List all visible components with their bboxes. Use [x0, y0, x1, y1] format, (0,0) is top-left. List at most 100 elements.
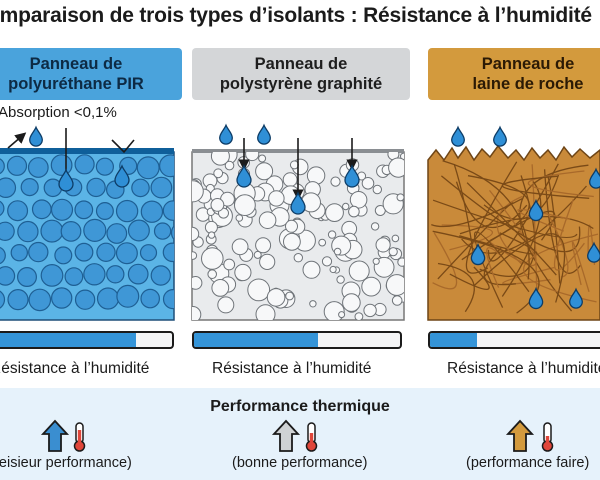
- pir-cell: [140, 200, 164, 223]
- pir-cell: [162, 242, 174, 263]
- thermal-panel: [0, 388, 600, 480]
- pir-cell: [7, 289, 29, 311]
- header-rockwool: Panneau de laine de roche: [428, 48, 600, 100]
- water-drop-icon: [528, 198, 544, 222]
- resistance-label-pir: Résistance à l’humidité: [0, 360, 150, 377]
- water-drop-icon: [569, 287, 583, 309]
- thermometer-icon: [73, 422, 86, 452]
- pir-cell: [131, 178, 150, 198]
- wool-fiber: [432, 199, 578, 239]
- pir-cell: [74, 154, 95, 175]
- polystyrene-bead: [333, 247, 342, 256]
- polystyrene-bead: [211, 279, 230, 297]
- polystyrene-bead: [336, 275, 345, 284]
- pir-cell: [153, 222, 172, 240]
- polystyrene-bead: [391, 295, 403, 306]
- wool-fiber: [442, 160, 530, 280]
- water-drop-icon: [493, 125, 507, 147]
- arrow-up-icon: [271, 419, 301, 452]
- page-title: Comparaison de trois types d’isolants : …: [0, 4, 592, 27]
- wool-fiber: [455, 181, 528, 229]
- polystyrene-bead: [363, 303, 377, 318]
- polystyrene-bead: [255, 237, 272, 254]
- polystyrene-bead: [192, 251, 198, 260]
- wool-fiber: [473, 233, 566, 303]
- polystyrene-bead: [282, 172, 298, 188]
- pir-cell: [127, 263, 149, 285]
- water-drop-icon: [589, 167, 600, 189]
- water-drop-icon: [470, 242, 486, 266]
- polystyrene-bead: [210, 152, 230, 166]
- polystyrene-bead: [325, 203, 344, 223]
- pir-cell: [27, 157, 49, 178]
- pir-cell: [50, 287, 73, 309]
- deflect-arrow: [111, 139, 135, 154]
- wool-fiber: [466, 182, 557, 276]
- wool-fiber: [571, 241, 590, 292]
- polystyrene-bead: [321, 256, 333, 267]
- insulation-diagram: [0, 123, 600, 321]
- polystyrene-bead: [361, 276, 382, 297]
- water-drop-icon: [290, 191, 306, 215]
- wool-fiber: [527, 170, 594, 198]
- pir-board: [0, 128, 192, 321]
- pir-cell: [95, 157, 115, 176]
- polystyrene-bead: [213, 168, 224, 179]
- polystyrene-bead: [258, 211, 277, 229]
- polystyrene-bead: [234, 263, 252, 282]
- wool-fiber: [432, 232, 458, 290]
- absorption-note: Absorption <0,1%: [0, 104, 117, 121]
- wool-fiber: [487, 163, 559, 262]
- pir-cell: [0, 290, 6, 309]
- header-polystyrene: Panneau de polystyrène graphité: [192, 48, 410, 100]
- polystyrene-bead: [396, 193, 404, 202]
- pir-cell: [86, 177, 106, 198]
- polystyrene-bead: [192, 226, 200, 242]
- polystyrene-bead: [201, 247, 224, 270]
- polystyrene-bead: [234, 194, 256, 217]
- pir-cell: [40, 219, 64, 243]
- pir-cell: [162, 289, 174, 310]
- resistance-bar-polystyrene: [192, 331, 402, 349]
- wool-fiber: [501, 181, 542, 297]
- water-drops: [29, 123, 600, 310]
- wool-fiber: [523, 233, 599, 303]
- pir-cell: [60, 220, 82, 242]
- pir-cell: [0, 158, 5, 175]
- pir-cell: [28, 241, 49, 263]
- performance-label-polystyrene: (bonne performance): [232, 455, 368, 471]
- polystyrene-bead: [259, 253, 276, 270]
- polystyrene-bead: [329, 265, 337, 274]
- pir-cell: [96, 242, 116, 262]
- pir-cell: [170, 225, 174, 241]
- resistance-label-polystyrene: Résistance à l’humidité: [212, 360, 372, 377]
- deflect-arrow: [7, 132, 27, 149]
- water-drop-icon: [219, 123, 233, 145]
- polystyrene-bead: [309, 300, 317, 308]
- wool-fiber: [461, 185, 587, 254]
- pir-cell: [175, 178, 192, 195]
- thermal-title: Performance thermique: [210, 398, 390, 415]
- wool-fiber: [543, 169, 581, 274]
- polystyrene-bead: [207, 231, 216, 239]
- pir-cell: [50, 198, 74, 221]
- resistance-label-rockwool: Résistance à l’humidité: [447, 360, 600, 377]
- header-pir: Panneau de polyuréthane PIR: [0, 48, 182, 100]
- polystyrene-bead: [372, 184, 382, 195]
- wool-fiber: [501, 175, 590, 199]
- polystyrene-bead: [217, 296, 235, 314]
- pir-cell: [115, 242, 138, 265]
- polystyrene-bead: [388, 247, 398, 257]
- pir-cell: [74, 242, 94, 262]
- polystyrene-bead: [207, 269, 217, 280]
- polystyrene-bead: [255, 162, 274, 181]
- polystyrene-bead: [192, 306, 202, 320]
- pir-cell: [139, 244, 158, 262]
- resistance-fill: [430, 333, 477, 347]
- polystyrene-bead: [330, 176, 341, 187]
- pir-cell: [6, 155, 28, 176]
- wool-fiber: [449, 266, 490, 290]
- polystyrene-bead: [397, 257, 404, 267]
- polystyrene-bead: [268, 190, 285, 207]
- resistance-fill: [0, 333, 136, 347]
